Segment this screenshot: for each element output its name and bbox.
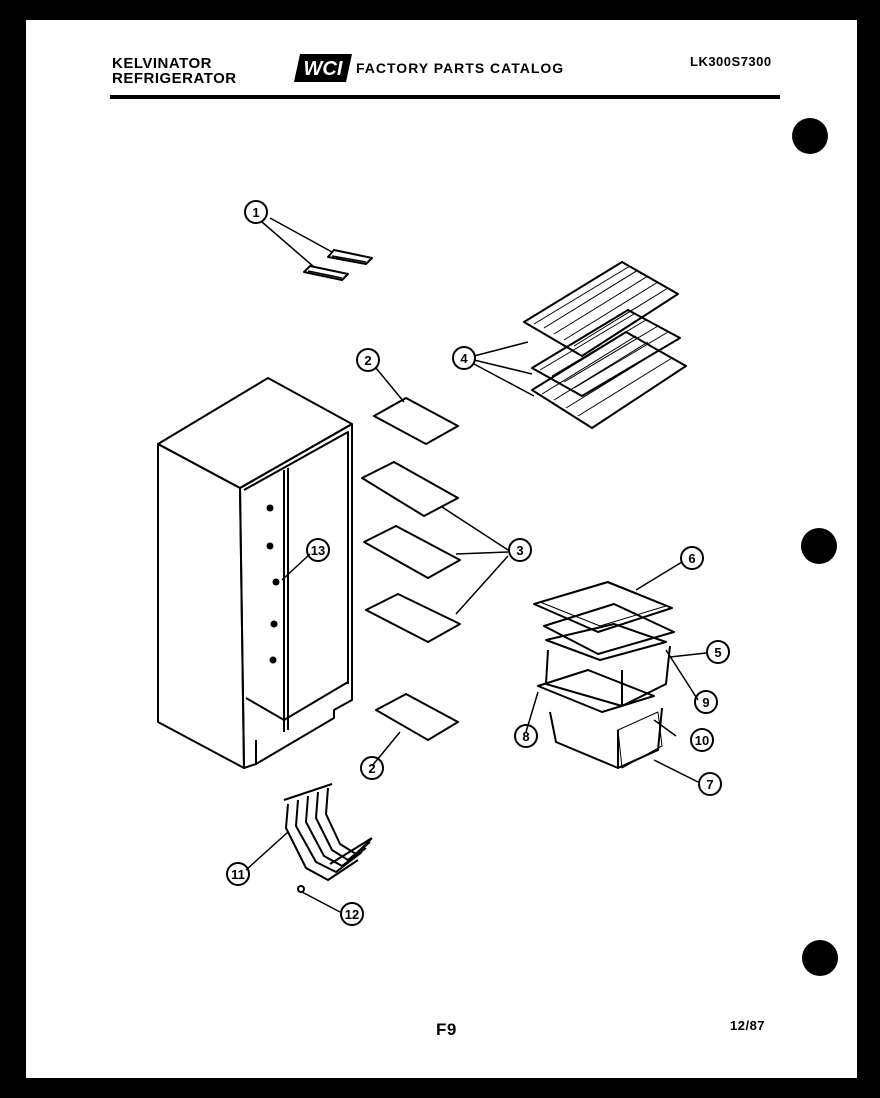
callout-4 — [452, 346, 476, 370]
callout-9 — [694, 690, 718, 714]
callout-3 — [508, 538, 532, 562]
callout-9-label: 9 — [702, 695, 709, 710]
callout-6-label: 6 — [688, 551, 695, 566]
glass-shelves — [361, 397, 461, 741]
callout-7 — [698, 772, 722, 796]
revision-date: 12/87 — [730, 1018, 766, 1033]
callout-5 — [706, 640, 730, 664]
binder-hole-bottom — [802, 940, 838, 976]
shelf-support-studs — [266, 504, 280, 664]
product-type: REFRIGERATOR — [112, 70, 237, 87]
catalog-page: KELVINATOR REFRIGERATOR WCI FACTORY PART… — [26, 20, 857, 1078]
callout-2-bottom — [360, 756, 384, 780]
svg-text:WCI: WCI — [304, 58, 343, 80]
callout-12 — [340, 902, 364, 926]
leader-lines — [245, 217, 707, 913]
callout-8 — [514, 724, 538, 748]
tube-harness — [283, 783, 373, 881]
callout-6 — [680, 546, 704, 570]
callout-11 — [226, 862, 250, 886]
fitting — [297, 885, 305, 893]
callout-1 — [244, 200, 268, 224]
callout-3-label: 3 — [516, 543, 523, 558]
binder-hole-top — [792, 118, 828, 154]
callout-5-label: 5 — [714, 645, 721, 660]
brand-name: KELVINATOR — [112, 55, 213, 72]
callout-11-label: 11 — [231, 867, 245, 882]
callout-12-label: 12 — [345, 907, 359, 922]
callout-2-top-label: 2 — [364, 353, 371, 368]
brand-block: KELVINATOR REFRIGERATOR — [112, 56, 237, 86]
header-rule — [110, 95, 780, 99]
crisper-assembly — [533, 581, 675, 769]
callout-10-label: 10 — [695, 733, 709, 748]
binder-hole-middle — [801, 528, 837, 564]
shelf-brackets — [303, 249, 373, 281]
page-code: F9 — [436, 1020, 457, 1039]
callout-8-label: 8 — [522, 729, 529, 744]
wci-logo: WCI — [294, 54, 352, 87]
callout-2-bottom-label: 2 — [368, 761, 375, 776]
callout-13-label: 13 — [311, 543, 325, 558]
wire-shelves — [523, 261, 687, 429]
catalog-title: FACTORY PARTS CATALOG — [356, 60, 565, 76]
model-number: LK300S7300 — [690, 54, 772, 69]
callout-2-top — [356, 348, 380, 372]
callout-7-label: 7 — [706, 777, 713, 792]
callout-10 — [690, 728, 714, 752]
exploded-parts-diagram: 1 2 4 13 3 6 5 9 8 10 7 2 11 12 — [157, 200, 730, 926]
refrigerator-cabinet — [157, 377, 353, 769]
callout-4-label: 4 — [460, 351, 468, 366]
callouts — [226, 200, 730, 926]
callout-1-label: 1 — [252, 205, 259, 220]
callout-13 — [306, 538, 330, 562]
